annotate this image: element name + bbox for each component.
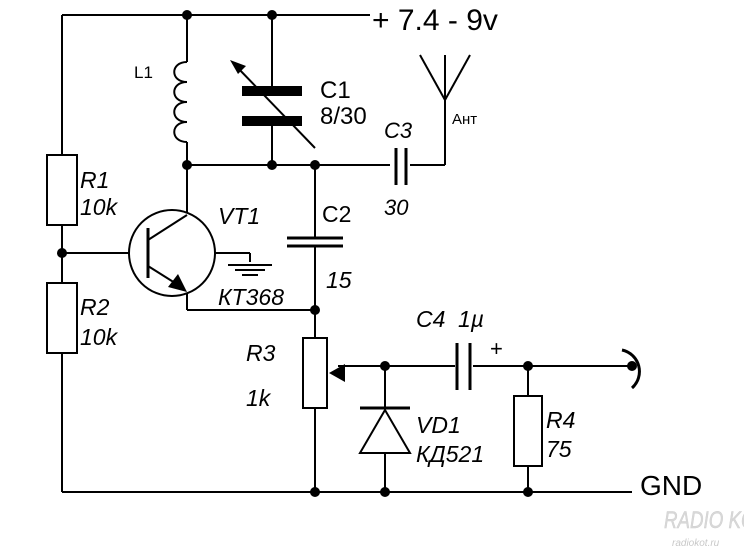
junction-dot xyxy=(182,160,192,170)
c2-value-label: 15 xyxy=(326,267,352,293)
r1-ref-label: R1 xyxy=(80,167,109,193)
junction-dot xyxy=(380,361,390,371)
c3-capacitor xyxy=(394,148,408,185)
antenna-label: Ант xyxy=(452,111,477,128)
antenna-icon xyxy=(419,54,471,101)
r2-value-label: 10k xyxy=(80,324,119,350)
c3-ref-label: C3 xyxy=(384,118,413,143)
r3-potentiometer xyxy=(302,337,345,409)
radiokot-watermark-logo: RADIO KOT radiokot.ru xyxy=(664,507,744,549)
watermark-logo-text: RADIO KOT xyxy=(664,507,744,534)
r3-value-label: 1k xyxy=(246,385,272,411)
l1-inductor xyxy=(173,61,188,143)
c4-value-label: 1µ xyxy=(458,306,484,332)
c4-capacitor xyxy=(455,343,472,390)
c2-ref-label: C2 xyxy=(322,201,351,227)
l1-label: L1 xyxy=(134,63,153,82)
wiring xyxy=(61,14,632,493)
vd1-ref-label: VD1 xyxy=(416,412,461,438)
c2-capacitor xyxy=(287,236,343,248)
junction-dot xyxy=(523,487,533,497)
vd1-value-label: КД521 xyxy=(416,441,484,467)
r2-ref-label: R2 xyxy=(80,294,110,320)
vt1-ref-label: VT1 xyxy=(218,203,260,229)
r4-ref-label: R4 xyxy=(546,407,575,433)
junction-dot xyxy=(267,10,277,20)
vt1-transistor xyxy=(128,209,272,297)
c4-ref-label: C4 xyxy=(416,306,445,332)
junction-dot xyxy=(380,487,390,497)
junction-dot xyxy=(57,248,67,258)
vt1-value-label: КТ368 xyxy=(218,284,284,310)
junction-dot xyxy=(182,10,192,20)
r1-value-label: 10k xyxy=(80,194,119,220)
watermark-url-text: radiokot.ru xyxy=(672,538,720,549)
junction-dot xyxy=(310,305,320,315)
r3-ref-label: R3 xyxy=(246,340,276,366)
r4-resistor xyxy=(513,395,543,467)
c1-ref-label: C1 xyxy=(320,77,351,104)
ground-label: GND xyxy=(640,470,702,501)
output-jack-icon[interactable] xyxy=(621,348,641,390)
r4-value-label: 75 xyxy=(546,436,572,462)
c1-value-label: 8/30 xyxy=(320,103,367,130)
r2-resistor xyxy=(46,282,78,354)
vd1-diode xyxy=(358,406,412,454)
junction-dot xyxy=(267,160,277,170)
c3-value-label: 30 xyxy=(384,195,409,220)
junction-dot xyxy=(310,160,320,170)
junction-dot xyxy=(523,361,533,371)
c4-polarity-label: + xyxy=(490,336,503,361)
junction-dots xyxy=(57,10,533,497)
c1-variable-capacitor xyxy=(230,60,316,149)
r1-resistor xyxy=(46,154,78,226)
junction-dot xyxy=(310,487,320,497)
supply-label: + 7.4 - 9v xyxy=(372,4,498,37)
